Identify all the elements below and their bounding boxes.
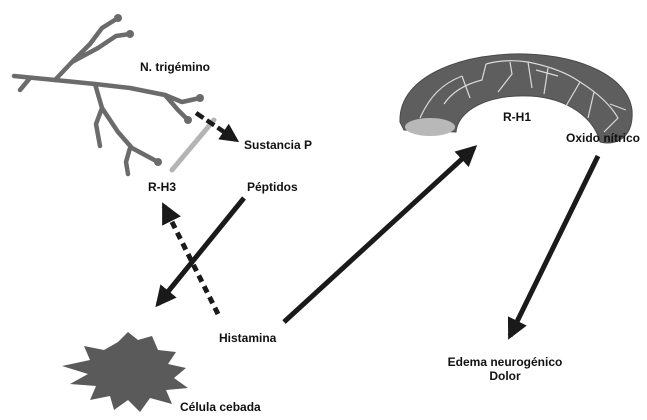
label-mast-cell: Célula cebada xyxy=(180,400,261,414)
arrow-nitric-oxide-to-edema xyxy=(510,156,598,336)
label-trigeminal-nerve: N. trigémino xyxy=(140,60,210,74)
label-edema-line2: Dolor xyxy=(430,369,580,383)
label-rh1: R-H1 xyxy=(503,110,531,124)
mast-cell-icon xyxy=(62,332,188,412)
label-nitric-oxide: Oxido nítrico xyxy=(566,131,640,145)
label-substance-p: Sustancia P xyxy=(244,138,312,152)
label-histamine: Histamina xyxy=(219,331,276,345)
arrow-histamine-to-rh3 xyxy=(164,206,218,314)
arrow-peptides-to-mast-cell xyxy=(158,198,244,304)
receptor-h1-oval xyxy=(405,118,455,136)
label-edema-line1: Edema neurogénico xyxy=(430,355,580,369)
label-peptides: Péptidos xyxy=(247,180,298,194)
receptor-h1-icon xyxy=(400,54,632,143)
arrow-histamine-to-rh1 xyxy=(284,148,474,322)
label-rh3: R-H3 xyxy=(148,180,176,194)
rh3-receptor-bar xyxy=(172,120,214,170)
label-edema: Edema neurogénico Dolor xyxy=(430,355,580,383)
nerve-icon xyxy=(14,14,204,174)
